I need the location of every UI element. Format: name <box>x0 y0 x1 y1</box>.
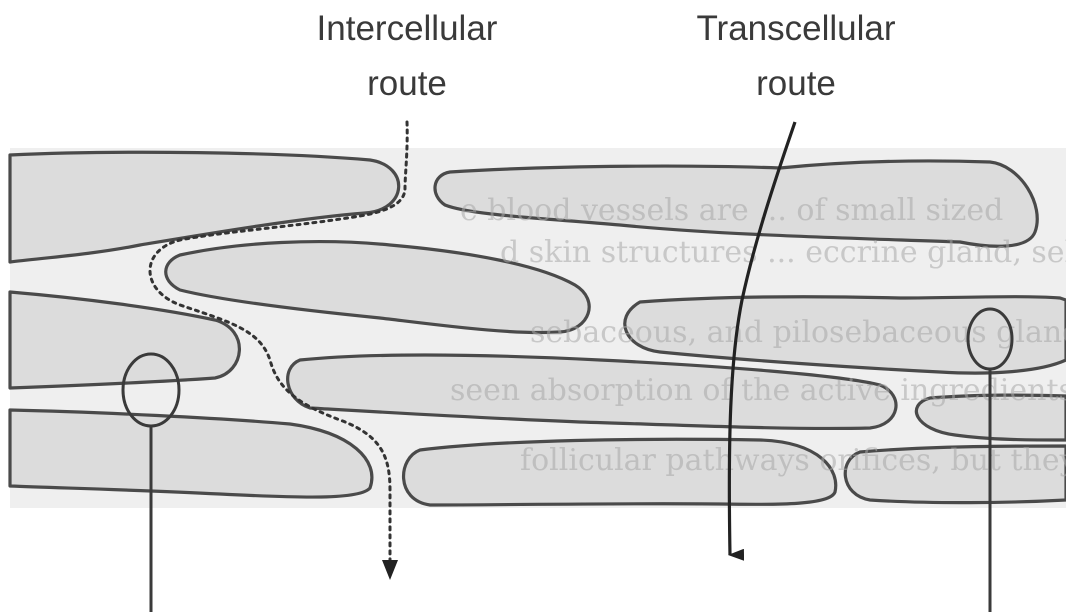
intercellular-label-line1: Intercellular <box>317 9 498 48</box>
background-ghost-text: follicular pathways orifices, but they a… <box>520 443 1066 478</box>
transcellular-label-line2: route <box>756 64 836 103</box>
background-ghost-text: e blood vessels are ... of small sized <box>460 193 1003 228</box>
background-ghost-text: seen absorption of the active ingredient… <box>450 373 1066 408</box>
background-ghost-text: sebaceous, and pilosebaceous glands. The <box>530 315 1066 350</box>
transcellular-label-line1: Transcellular <box>696 9 895 48</box>
intercellular-arrowhead <box>382 560 398 580</box>
background-ghost-text: d skin structures ... eccrine gland, seb… <box>500 235 1066 270</box>
intercellular-label-line2: route <box>367 64 447 103</box>
